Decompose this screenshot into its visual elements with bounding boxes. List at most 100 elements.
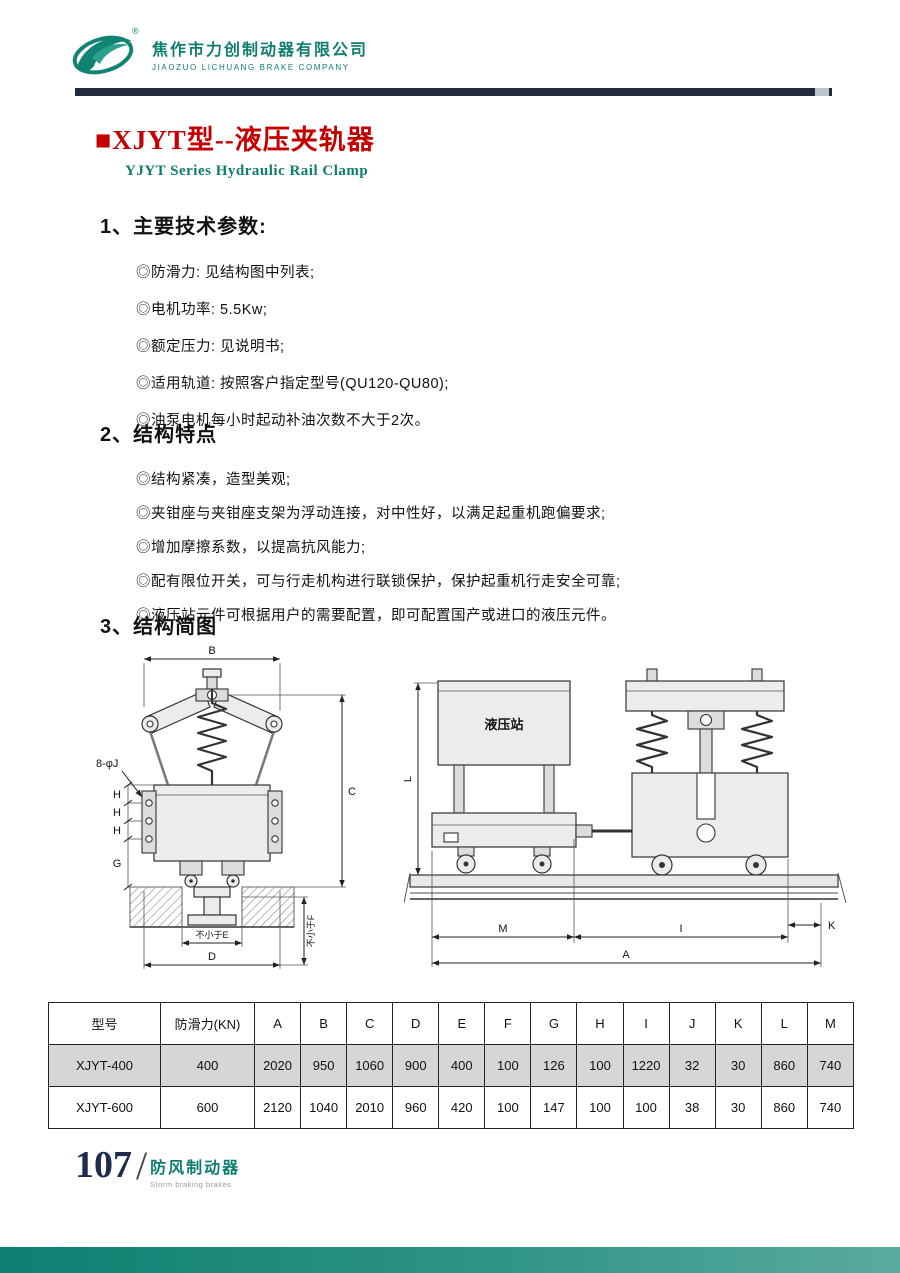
col-header: D [392,1002,440,1045]
dim-label-i: I [679,923,682,935]
dim-label-holes: 8-φJ [96,758,118,770]
company-name-en: JIAOZUO LICHUANG BRAKE COMPANY [152,63,350,72]
header-divider-bar [75,88,832,96]
col-header: J [668,1002,716,1045]
company-logo-icon: ® [72,26,139,75]
section-structural-features: 2、结构特点 ◎结构紧凑，造型美观; ◎夹钳座与夹钳座支架为浮动连接，对中性好，… [100,418,820,631]
dim-label-m: M [498,923,507,935]
col-header: L [760,1002,808,1045]
cell: 960 [392,1086,440,1129]
cell: 30 [714,1086,762,1129]
footer-label-cn: 防风制动器 [150,1160,241,1177]
col-header: B [300,1002,348,1045]
section-heading: 3、结构简图 [100,616,218,638]
cell-model: XJYT-600 [48,1086,161,1129]
col-header: A [253,1002,302,1045]
dim-label-f: 不小于F [306,914,316,947]
col-header: E [438,1002,486,1045]
col-header: K [714,1002,762,1045]
cell: 1040 [300,1086,348,1129]
section-heading: 2、结构特点 [100,424,218,446]
spec-item: ◎防滑力: 见结构图中列表; [136,265,315,281]
dim-label-h2: H [113,807,121,819]
cell: 2010 [346,1086,394,1129]
company-name-block: 焦作市力创制动器有限公司 JIAOZUO LICHUANG BRAKE COMP… [152,36,368,72]
company-name-cn: 焦作市力创制动器有限公司 [152,42,369,59]
cell: 30 [714,1044,762,1087]
cell: 900 [392,1044,440,1087]
dim-label-c: C [348,786,356,798]
cell: 100 [622,1086,670,1129]
dim-label-k: K [828,920,836,932]
cell: 860 [760,1044,808,1087]
structure-diagram-front: B 8-φJ [96,645,356,969]
feature-item: ◎配有限位开关，可与行走机构进行联锁保护，保护起重机行走安全可靠; [136,573,621,590]
spec-item: ◎适用轨道: 按照客户指定型号(QU120-QU80); [136,376,449,392]
section-heading: 1、主要技术参数: [100,216,267,238]
table-header-row: 型号 防滑力(KN) A B C D E F G H I J K L M [48,1002,855,1045]
cell: 126 [530,1044,578,1087]
dim-label-l: L [404,776,414,782]
dim-label-d: D [208,951,216,963]
footer-label-en: Storm braking brakes [150,1180,232,1189]
footer-labels: 防风制动器 Storm braking brakes [150,1154,240,1189]
page-footer: 107 / 防风制动器 Storm braking brakes [75,1143,240,1190]
cell: 1220 [622,1044,670,1087]
page-subtitle: YJYT Series Hydraulic Rail Clamp [125,163,369,179]
structure-diagrams: B 8-φJ [92,645,854,990]
section-structure-diagram: 3、结构简图 [100,610,820,653]
col-header: C [346,1002,394,1045]
page-title: ■XJYT型--液压夹轨器 [95,125,375,155]
cell: 100 [576,1086,624,1129]
cell: 740 [806,1086,855,1129]
col-header: H [576,1002,624,1045]
cell: 740 [806,1044,855,1087]
cell: 400 [438,1044,486,1087]
header-divider-cap [815,88,829,96]
col-header: M [806,1002,855,1045]
col-header: G [530,1002,578,1045]
title-block: ■XJYT型--液压夹轨器 YJYT Series Hydraulic Rail… [95,118,375,180]
col-header: F [484,1002,532,1045]
cell: 147 [530,1086,578,1129]
registered-mark: ® [132,26,139,36]
dim-label-e: 不小于E [195,930,228,940]
page-number: 107 [75,1144,132,1186]
page-header: ® 焦作市力创制动器有限公司 JIAOZUO LICHUANG BRAKE CO… [70,24,368,84]
bottom-accent-bar [0,1247,900,1273]
section-technical-parameters: 1、主要技术参数: ◎防滑力: 见结构图中列表; ◎电机功率: 5.5Kw; ◎… [100,210,820,438]
cell: 100 [484,1044,532,1087]
cell: 420 [438,1086,486,1129]
col-header-model: 型号 [48,1002,161,1045]
cell: 38 [668,1086,716,1129]
feature-item: ◎夹钳座与夹钳座支架为浮动连接，对中性好，以满足起重机跑偏要求; [136,505,606,522]
spec-item: ◎电机功率: 5.5Kw; [136,302,268,318]
cell: 860 [760,1086,808,1129]
dim-label-g: G [113,858,122,870]
spec-item: ◎油泵电机每小时起动补油次数不大于2次。 [136,413,430,429]
cell: 100 [576,1044,624,1087]
footer-divider: / [136,1143,148,1188]
dim-label-b: B [208,645,215,657]
cell-model: XJYT-400 [48,1044,161,1087]
spec-table: 型号 防滑力(KN) A B C D E F G H I J K L M XJY… [48,1002,855,1129]
feature-item: ◎液压站元件可根据用户的需要配置，即可配置国产或进口的液压元件。 [136,607,616,624]
dim-label-h3: H [113,825,121,837]
cell: 600 [160,1086,255,1129]
cell: 950 [300,1044,348,1087]
cell: 100 [484,1086,532,1129]
feature-item: ◎增加摩擦系数，以提高抗风能力; [136,539,366,556]
cell: 2120 [253,1086,302,1129]
dim-label-a: A [622,949,630,961]
col-header-force: 防滑力(KN) [160,1002,255,1045]
cell: 32 [668,1044,716,1087]
structure-diagram-side: L 液压站 [404,668,847,967]
cell: 1060 [346,1044,394,1087]
dim-label-h1: H [113,789,121,801]
spec-item: ◎额定压力: 见说明书; [136,339,285,355]
col-header: I [622,1002,670,1045]
cell: 400 [160,1044,255,1087]
hydraulic-station-label: 液压站 [484,717,523,732]
table-row: XJYT-600 600 2120 1040 2010 960 420 100 … [48,1086,855,1129]
feature-item: ◎结构紧凑，造型美观; [136,471,291,488]
